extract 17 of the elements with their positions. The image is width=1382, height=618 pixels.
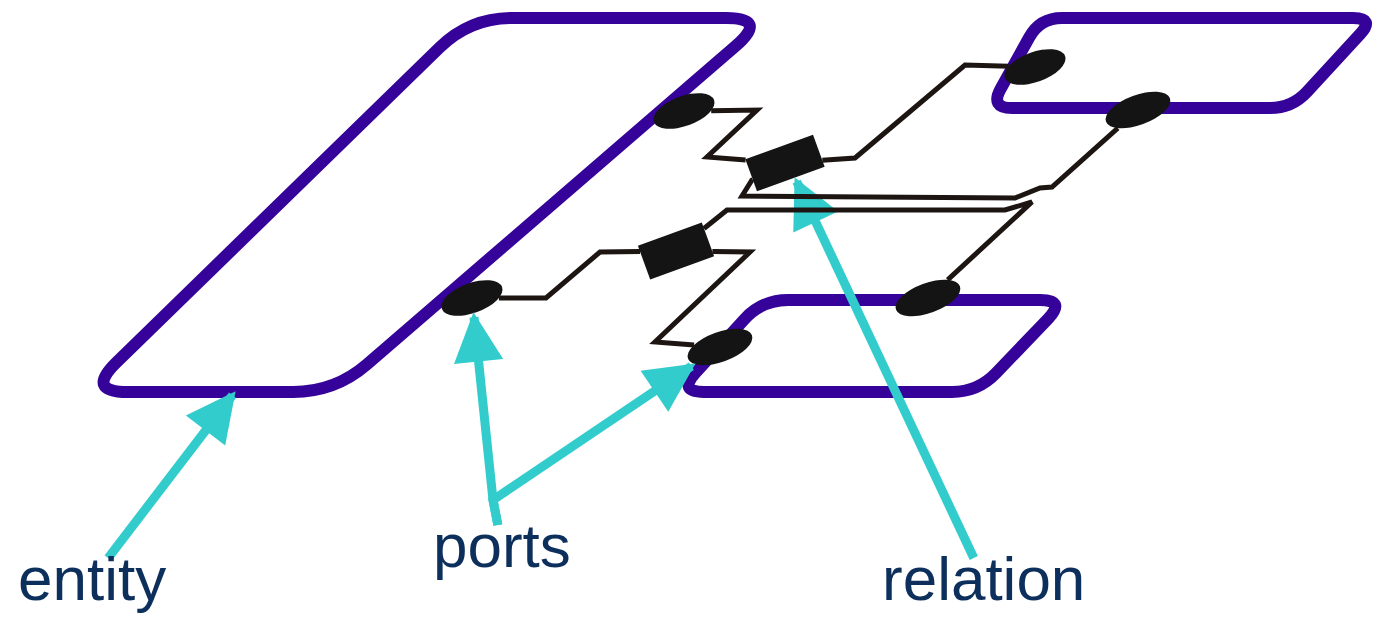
leader-arrow (792, 177, 978, 560)
port-ellipse (441, 280, 503, 316)
wire (498, 248, 641, 301)
wire (822, 62, 1009, 163)
leader-arrow (104, 391, 237, 561)
port-ellipse (653, 93, 715, 129)
port-ellipse (895, 279, 961, 317)
entity-outline (97, 12, 756, 398)
wire (737, 126, 1120, 201)
wire (701, 107, 764, 163)
leader-arrow (488, 362, 696, 526)
callout-label: relation (882, 548, 1086, 610)
wire (649, 249, 757, 348)
port-ellipse (1105, 91, 1171, 129)
entity-outline (682, 294, 1062, 398)
entity-outline (991, 12, 1373, 114)
wire (702, 199, 1035, 282)
